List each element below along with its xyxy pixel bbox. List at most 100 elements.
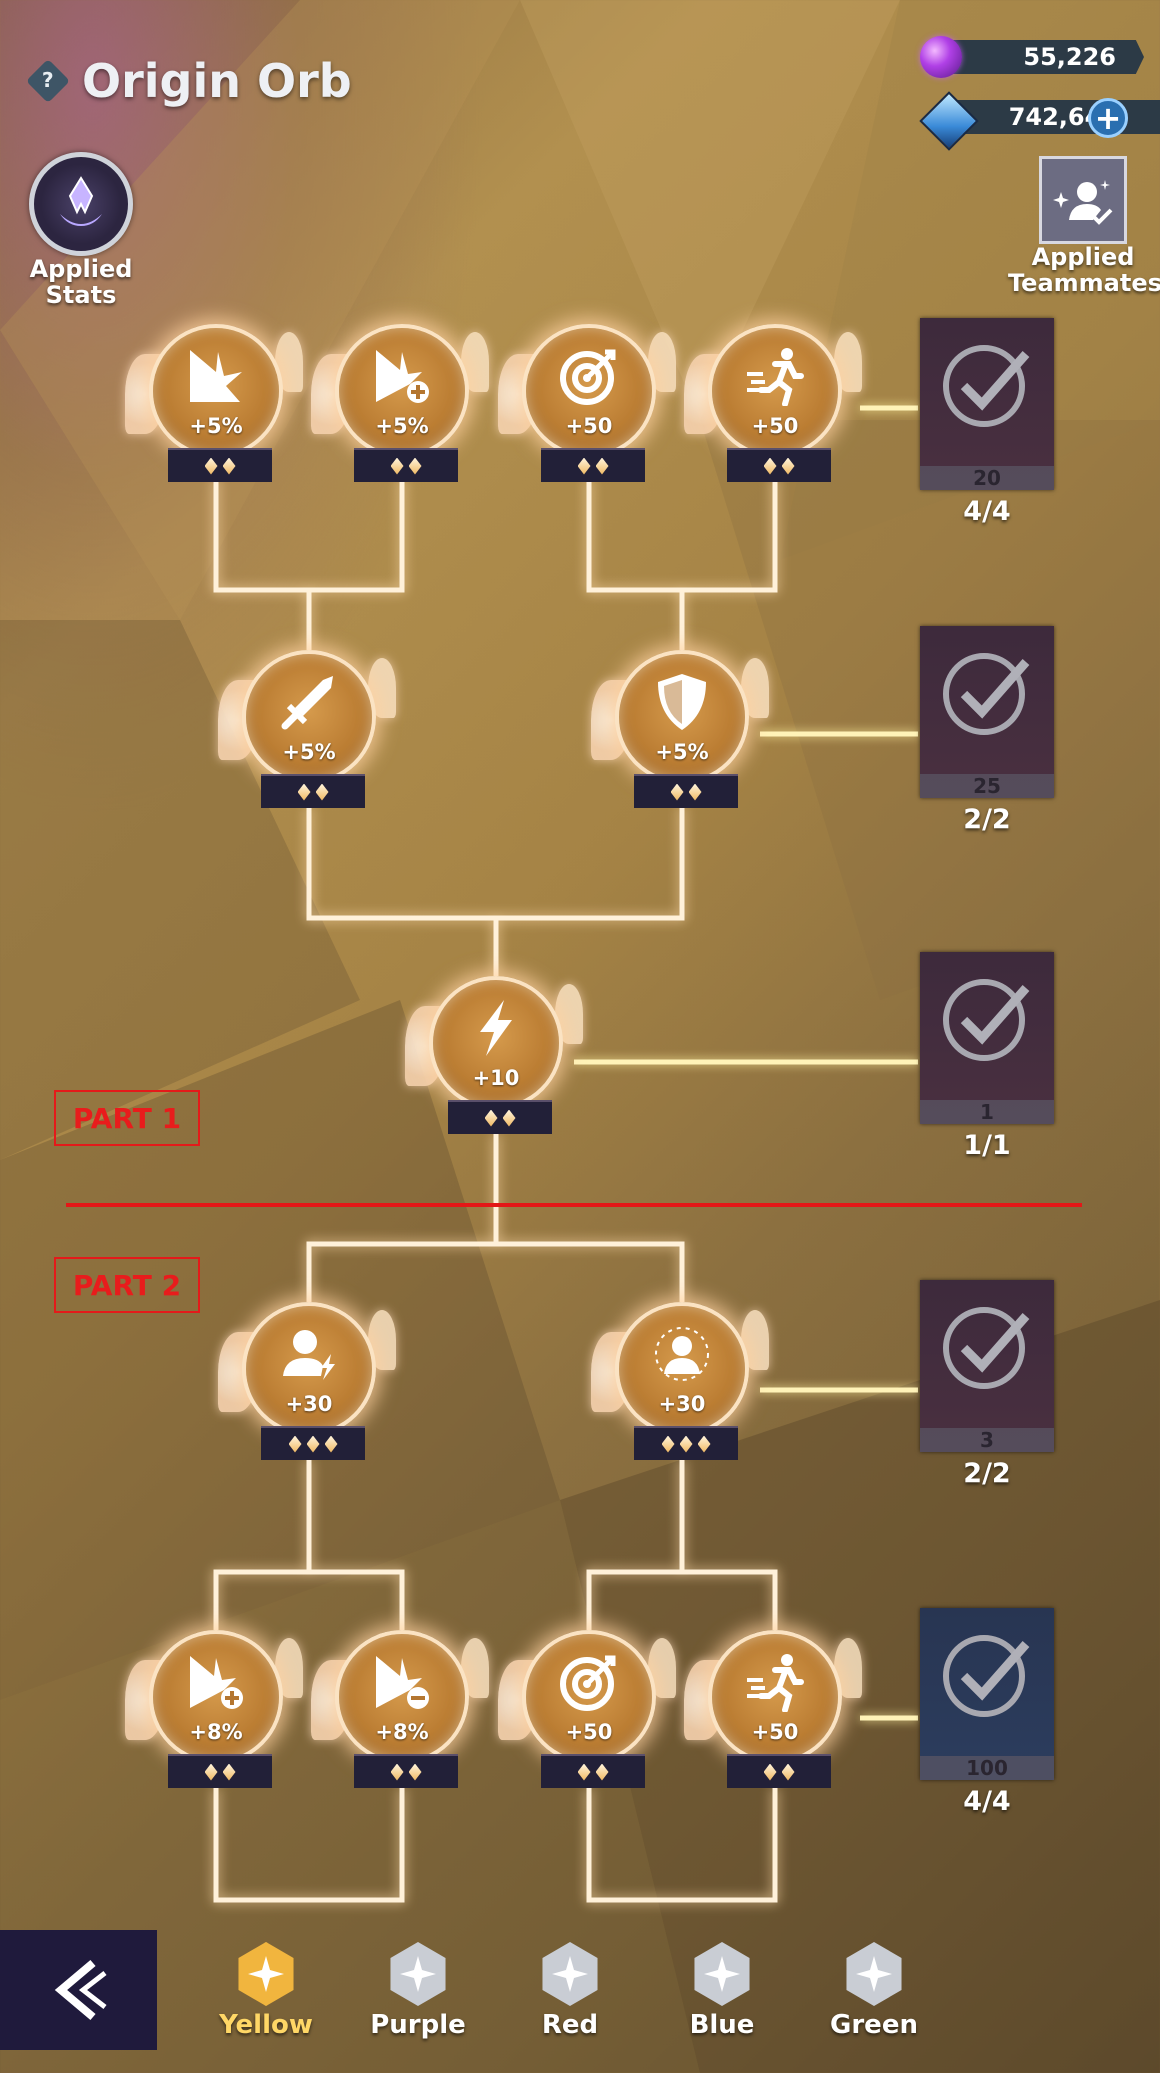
part-divider	[66, 1203, 1082, 1207]
stat-value: +5%	[282, 740, 336, 764]
stat-node[interactable]: +30	[218, 1302, 396, 1460]
tier-gems	[634, 774, 738, 808]
tier-gems	[261, 1426, 365, 1460]
sword-icon	[281, 676, 333, 730]
tab-purple[interactable]: Purple	[353, 1942, 483, 2040]
tab-label: Green	[830, 2010, 918, 2040]
tier-gems	[354, 1754, 458, 1788]
reward-amount: 1	[920, 1100, 1054, 1124]
purple-star-icon	[390, 1942, 446, 2006]
reward-box: 3	[920, 1280, 1054, 1452]
stat-node[interactable]: +5%	[311, 324, 489, 482]
reward-progress: 1/1	[963, 1130, 1011, 1161]
stat-value: +8%	[375, 1720, 429, 1744]
stat-node[interactable]: +30	[591, 1302, 769, 1460]
reward-progress: 4/4	[963, 496, 1011, 527]
stat-value: +5%	[655, 740, 709, 764]
stat-value: +50	[565, 1720, 613, 1744]
tier-gems	[448, 1100, 552, 1134]
reward-amount: 100	[920, 1756, 1054, 1780]
target-icon	[560, 349, 616, 405]
flame-crystal-icon	[29, 152, 133, 256]
orb-amount: 55,226	[1023, 43, 1116, 71]
applied-stats-button[interactable]: Applied Stats	[22, 152, 140, 308]
add-crystals-button[interactable]: +	[1088, 98, 1128, 138]
reward-box: 1	[920, 952, 1054, 1124]
person-lightning-icon	[283, 1330, 335, 1380]
back-button[interactable]	[0, 1930, 157, 2050]
tier-reward[interactable]: 20 4/4	[920, 318, 1054, 527]
stat-node[interactable]: +50	[684, 1630, 862, 1788]
tier-gems	[634, 1426, 738, 1460]
part-1-label: PART 1	[54, 1090, 200, 1146]
tier-reward[interactable]: 3 2/2	[920, 1280, 1054, 1489]
shield-icon	[658, 674, 706, 730]
stat-value: +30	[285, 1392, 333, 1416]
node-circle	[335, 1630, 469, 1764]
reward-box: 25	[920, 626, 1054, 798]
checkmark-icon	[943, 1635, 1030, 1717]
stat-node[interactable]: +5%	[218, 650, 396, 808]
person-aura-icon	[655, 1327, 709, 1381]
tab-yellow[interactable]: Yellow	[201, 1942, 331, 2040]
page-title: Origin Orb	[82, 54, 352, 108]
stat-node[interactable]: +8%	[311, 1630, 489, 1788]
stat-node[interactable]: +5%	[591, 650, 769, 808]
blue-star-icon	[694, 1942, 750, 2006]
chevron-left-icon	[54, 1959, 107, 2021]
tier-reward[interactable]: 1 1/1	[920, 952, 1054, 1161]
stat-node[interactable]: +5%	[125, 324, 303, 482]
stat-node[interactable]: +10	[405, 976, 583, 1134]
stat-node[interactable]: +50	[684, 324, 862, 482]
yellow-star-icon	[238, 1942, 294, 2006]
red-star-icon	[542, 1942, 598, 2006]
help-button[interactable]: ?	[25, 58, 71, 104]
part-2-label: PART 2	[54, 1257, 200, 1313]
page-header: ? Origin Orb	[25, 54, 352, 108]
stat-node[interactable]: +50	[498, 1630, 676, 1788]
checkmark-icon	[943, 345, 1030, 427]
applied-stats-label: Applied Stats	[29, 255, 133, 309]
tier-reward[interactable]: 100 4/4	[920, 1608, 1054, 1817]
tab-label: Yellow	[219, 2010, 313, 2040]
applied-teammates-button[interactable]: Applied Teammates	[1008, 156, 1160, 297]
stat-value: +30	[658, 1392, 706, 1416]
checkmark-icon	[943, 653, 1030, 735]
stat-node[interactable]: +50	[498, 324, 676, 482]
checkmark-icon	[943, 1307, 1030, 1389]
tab-label: Blue	[689, 2010, 755, 2040]
purple-orb-icon	[920, 36, 962, 78]
impact-plus-icon	[376, 350, 429, 403]
stat-node[interactable]: +8%	[125, 1630, 303, 1788]
reward-progress: 4/4	[963, 1786, 1011, 1817]
stat-value: +50	[565, 414, 613, 438]
tier-gems	[541, 448, 645, 482]
tier-gems	[168, 448, 272, 482]
tab-label: Purple	[370, 2010, 466, 2040]
node-circle	[242, 1302, 376, 1436]
applied-teammates-label: Applied Teammates	[1008, 243, 1160, 297]
reward-amount: 25	[920, 774, 1054, 798]
green-star-icon	[846, 1942, 902, 2006]
target-icon	[560, 1655, 616, 1711]
running-icon	[747, 348, 804, 406]
tier-gems	[168, 1754, 272, 1788]
checkmark-icon	[943, 979, 1030, 1061]
running-icon	[747, 1654, 804, 1712]
tier-gems	[354, 448, 458, 482]
orb-currency-bar: 55,226	[940, 40, 1144, 74]
tab-green[interactable]: Green	[809, 1942, 939, 2040]
tier-reward[interactable]: 25 2/2	[920, 626, 1054, 835]
reward-progress: 2/2	[963, 1458, 1011, 1489]
stat-value: +50	[751, 414, 799, 438]
teammate-sparkle-icon	[1039, 156, 1127, 244]
reward-amount: 20	[920, 466, 1054, 490]
tab-blue[interactable]: Blue	[657, 1942, 787, 2040]
stat-value: +5%	[189, 414, 243, 438]
impact-icon	[190, 350, 242, 402]
tier-gems	[261, 774, 365, 808]
tab-red[interactable]: Red	[505, 1942, 635, 2040]
impact-minus-icon	[376, 1656, 429, 1709]
reward-box: 20	[920, 318, 1054, 490]
lightning-icon	[480, 1000, 512, 1056]
